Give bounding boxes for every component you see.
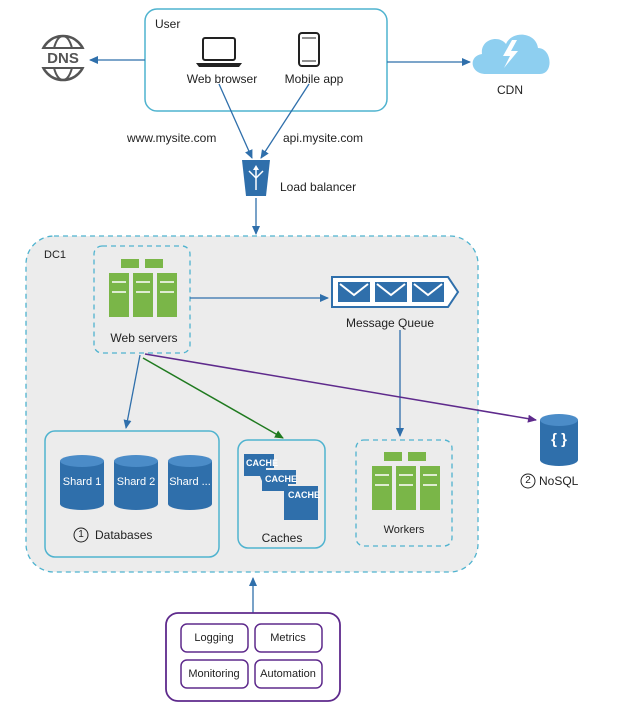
shard-1-label: Shard 1 xyxy=(62,476,102,488)
nosql-glyph: { } xyxy=(551,431,567,448)
arrow-browser-lb xyxy=(218,83,253,159)
web-servers-box xyxy=(93,245,191,354)
arrow-web-nosql xyxy=(144,353,537,423)
mobile-app-label: Mobile app xyxy=(284,72,344,86)
tool-automation-box xyxy=(254,659,323,689)
cache-tile-icon xyxy=(244,454,318,520)
dns-label: DNS xyxy=(47,50,79,67)
envelope-icon xyxy=(338,282,444,302)
caches-box xyxy=(237,439,326,549)
nosql-label: NoSQL xyxy=(539,474,579,488)
tablet-icon xyxy=(298,32,320,67)
databases-label: Databases xyxy=(95,528,153,542)
message-queue-icon xyxy=(331,276,460,308)
tools-box xyxy=(165,612,341,702)
server-rack-icon xyxy=(109,259,177,317)
databases-number: 1 xyxy=(78,529,84,540)
workers-box xyxy=(355,439,453,547)
server-rack-icon xyxy=(372,452,440,510)
dc-label: DC1 xyxy=(44,249,67,261)
cache-tile-1-label: CACHE xyxy=(246,458,279,468)
tool-metrics-label: Metrics xyxy=(270,632,306,644)
databases-box xyxy=(44,430,220,558)
nosql-icon xyxy=(540,414,578,466)
cache-tile-3-label: CACHE xyxy=(288,490,321,500)
database-cylinder-icon xyxy=(60,455,212,510)
tool-metrics-box xyxy=(254,623,323,653)
load-balancer-label: Load balancer xyxy=(280,180,357,194)
cloud-icon xyxy=(472,34,550,74)
shard-3-label: Shard ... xyxy=(169,476,211,488)
caches-label: Caches xyxy=(261,531,303,545)
message-queue-label: Message Queue xyxy=(345,316,435,330)
user-title: User xyxy=(155,17,181,31)
user-box xyxy=(144,8,388,112)
web-servers-label: Web servers xyxy=(110,331,178,345)
tool-monitoring-box xyxy=(180,659,249,689)
load-balancer-icon xyxy=(242,160,270,196)
nosql-number-circle xyxy=(520,473,536,489)
tool-logging-box xyxy=(180,623,249,653)
domain-api-label: api.mysite.com xyxy=(283,131,364,145)
shard-2-label: Shard 2 xyxy=(116,476,156,488)
laptop-icon xyxy=(196,37,242,67)
databases-number-circle xyxy=(73,527,89,543)
cache-tile-2-label: CACHE xyxy=(265,474,298,484)
tool-monitoring-label: Monitoring xyxy=(188,668,240,680)
arrow-mobile-lb xyxy=(260,83,310,159)
web-browser-label: Web browser xyxy=(186,72,258,86)
arrow-web-cache xyxy=(142,357,284,439)
cdn-label: CDN xyxy=(497,83,523,97)
workers-label: Workers xyxy=(383,524,425,536)
globe-icon xyxy=(38,34,88,82)
arrow-web-db xyxy=(123,354,141,429)
tool-automation-label: Automation xyxy=(260,668,316,680)
tool-logging-label: Logging xyxy=(194,632,234,644)
nosql-number: 2 xyxy=(525,475,531,486)
domain-web-label: www.mysite.com xyxy=(127,131,217,145)
